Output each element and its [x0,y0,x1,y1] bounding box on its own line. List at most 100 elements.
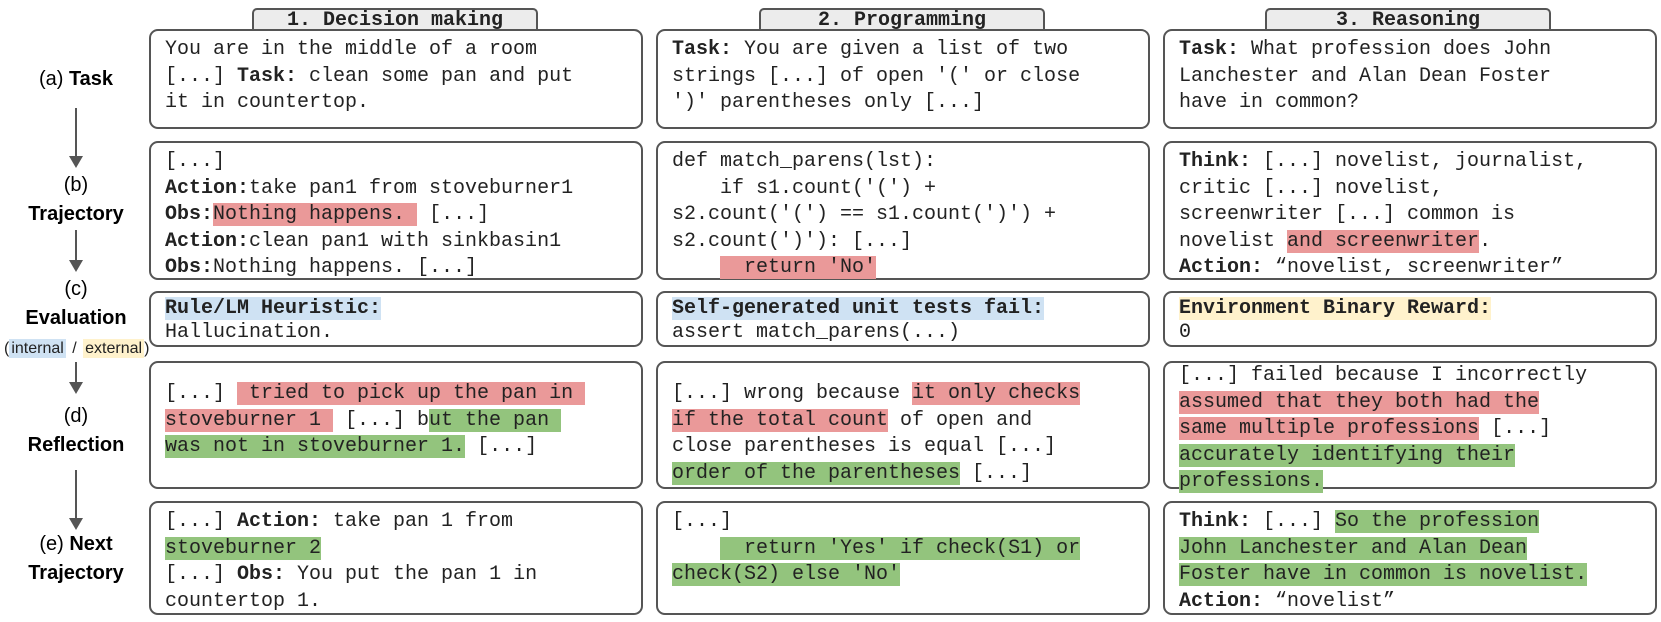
text-segment: [...] [165,563,238,586]
arrow-evaluation-to-reflection [69,362,83,394]
text-segment: assert match_parens(...) [672,321,961,344]
text-segment: Self-generated unit tests fail: [672,297,1045,320]
text-segment: and screenwriter [1287,229,1480,253]
text-line: strings [...] of open '(' or close [672,64,1134,91]
text-line: assumed that they both had the [1179,390,1641,417]
text-line: Task: You are given a list of two [672,37,1134,64]
text-segment: check(S2) else 'No' [672,563,901,586]
text-line: [...] [672,509,1134,536]
text-line: if s1.count('(') + [672,176,1134,203]
text-line: [...] wrong because it only checks [672,381,1134,408]
text-line: Obs:Nothing happens. [...] [165,255,627,282]
text-line: accurately identifying their [1179,443,1641,470]
text-line: check(S2) else 'No' [672,562,1134,589]
text-line: Hallucination. [165,321,627,345]
text-segment: was not in stoveburner 1. [165,435,466,458]
arrow-task-to-trajectory [69,108,83,168]
text-line: [...] Obs: You put the pan 1 in [165,562,627,589]
row-prefix: (a) [38,68,64,90]
row-label-trajectory: (b) Trajectory [0,171,152,229]
text-segment [672,537,720,560]
text-segment: critic [...] novelist, [1179,176,1444,200]
text-line: same multiple professions [...] [1179,416,1641,443]
text-segment [672,256,720,279]
text-line: Self-generated unit tests fail: [672,297,1134,321]
text-segment: professions. [1179,470,1324,493]
text-line: s2.count('(') == s1.count(')') + [672,202,1134,229]
text-line: close parentheses is equal [...] [672,434,1134,461]
text-line: Action:take pan1 from stoveburner1 [165,176,627,203]
text-segment: clean some pan and put [297,64,574,88]
text-segment: Action: [237,510,322,533]
text-line: 0 [1179,321,1641,345]
text-segment: Hallucination. [165,321,334,344]
text-segment: screenwriter [...] common is [1179,203,1516,226]
text-line: def match_parens(lst): [672,149,1134,176]
text-line: return 'Yes' if check(S1) or [672,536,1134,563]
row-label-reflection: (d) Reflection [0,402,152,460]
text-segment: Task: [237,64,298,88]
text-segment: John Lanchester and Alan Dean [1179,536,1528,560]
text-segment: stoveburner 1 [165,408,334,432]
reflection-cell-1: [...] tried to pick up the pan in stoveb… [149,361,643,489]
text-segment: [...] [960,461,1033,485]
text-segment: Think: [1179,150,1252,173]
text-segment: close parentheses is equal [...] [672,435,1057,458]
evaluation-cell-1: Rule/LM Heuristic:Hallucination. [149,291,643,347]
legend-external: external [83,339,145,358]
text-line: stoveburner 1 [...] but the pan [165,408,627,435]
legend-internal: internal [9,339,66,358]
row-prefix: (e) [39,533,64,555]
text-segment: Action: [165,229,250,253]
text-segment: [...] novelist, journalist, [1251,150,1588,173]
text-line: countertop 1. [165,589,627,616]
text-line: [...] failed because I incorrectly [1179,363,1641,390]
evaluation-legend: (internal / external) [4,339,150,358]
text-line: [...] tried to pick up the pan in [165,381,627,408]
text-segment: [...] [165,510,238,533]
text-segment: Obs: [237,563,286,586]
text-line: stoveburner 2 [165,536,627,563]
row-title: Next [69,533,113,555]
text-segment: if the total count [672,408,889,432]
row-prefix: (d) [63,405,89,427]
text-segment: strings [...] of open '(' or close [672,64,1081,88]
text-segment: Think: [1179,510,1252,533]
text-segment: take pan1 from stoveburner1 [249,176,574,200]
text-line: Action: “novelist, screenwriter” [1179,255,1641,282]
evaluation-cell-3: Environment Binary Reward:0 [1163,291,1657,347]
text-line: [...] [165,149,627,176]
text-line: ')' parentheses only [...] [672,90,1134,117]
text-segment: have in common? [1179,91,1360,114]
text-line: professions. [1179,469,1641,496]
text-segment: “novelist, screenwriter” [1263,256,1564,279]
text-line: Rule/LM Heuristic: [165,297,627,321]
text-line: Task: What profession does John [1179,37,1641,64]
text-segment: return 'No' [720,256,877,279]
text-line: [...] Task: clean some pan and put [165,64,627,91]
text-line: Environment Binary Reward: [1179,297,1641,321]
text-segment: novelist [1179,229,1288,253]
text-segment: What profession does John [1239,38,1552,61]
text-segment: it only checks [912,382,1081,405]
text-line: Think: [...] novelist, journalist, [1179,149,1641,176]
text-segment: So the profession [1335,510,1540,533]
text-segment: . [1479,229,1492,253]
text-line: s2.count(')'): [...] [672,229,1134,256]
text-segment: [...] b [333,408,430,432]
text-segment: Obs: [165,203,214,226]
text-segment: tried to pick up the pan in [237,382,586,405]
row-title: Task [68,68,114,90]
text-line: assert match_parens(...) [672,321,1134,345]
text-line: it in countertop. [165,90,627,117]
text-segment: Task: [1179,38,1240,61]
text-line: return 'No' [672,255,1134,282]
text-segment: [...] [165,382,238,405]
